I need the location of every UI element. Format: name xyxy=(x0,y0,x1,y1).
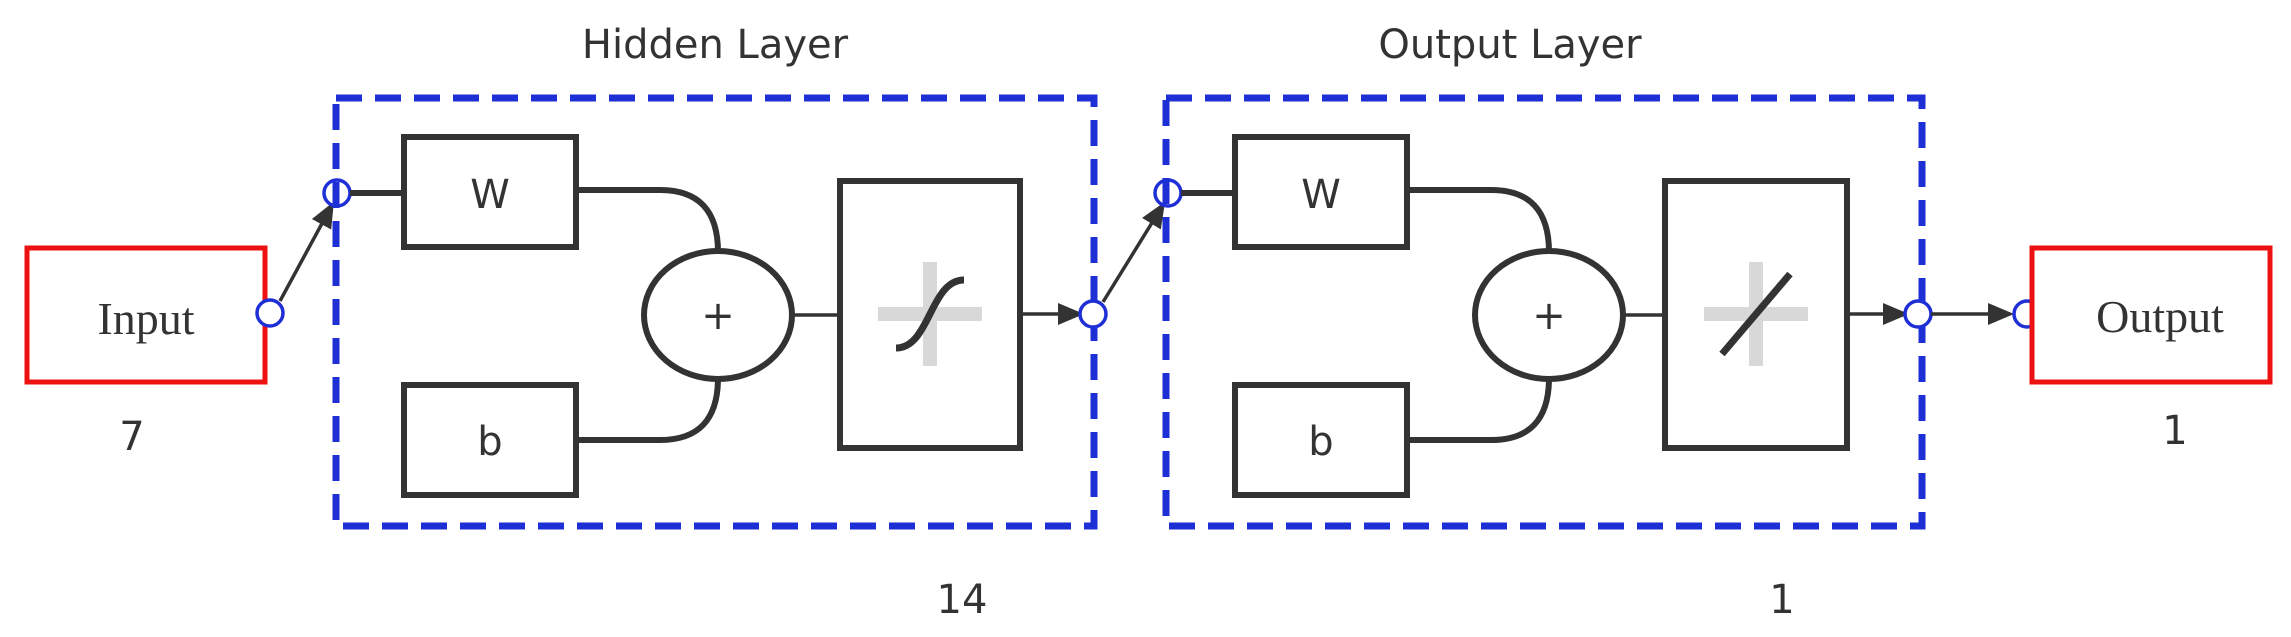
output-weight-box xyxy=(1232,134,1410,250)
output-box xyxy=(2029,245,2273,385)
input-box xyxy=(24,245,268,385)
output-bias-to-sum xyxy=(1407,377,1552,443)
hidden-to-output-arrow xyxy=(1101,201,1166,303)
hidden-layer-title: Hidden Layer xyxy=(582,22,849,68)
hidden-out-port xyxy=(1078,299,1108,329)
input-label: Input xyxy=(97,293,194,344)
output-layer-out-port xyxy=(1903,299,1933,329)
hidden-layer: Hidden Layer W b + xyxy=(332,22,1098,530)
output-sum-label: + xyxy=(1532,293,1566,339)
output-bias-label: b xyxy=(1308,419,1333,465)
output-layer-size: 1 xyxy=(1769,577,1794,623)
output-layer-title: Output Layer xyxy=(1378,22,1642,68)
output-block: Output 1 xyxy=(2029,245,2273,454)
output-layer-border xyxy=(1162,94,1926,530)
input-size: 7 xyxy=(119,414,144,460)
output-label: Output xyxy=(2096,291,2224,342)
hidden-bias-to-sum xyxy=(576,377,721,443)
input-to-hidden-arrow xyxy=(278,201,334,302)
hidden-weight-to-sum xyxy=(576,187,721,253)
input-block: Input 7 xyxy=(24,245,268,460)
purelin-icon xyxy=(1704,262,1808,366)
hidden-layer-border xyxy=(332,94,1098,530)
hidden-sum-label: + xyxy=(701,293,735,339)
hidden-bias-box xyxy=(401,382,579,498)
input-port xyxy=(255,298,285,328)
output-bias-box xyxy=(1232,382,1410,498)
output-size: 1 xyxy=(2162,408,2187,454)
output-weight-label: W xyxy=(1301,172,1341,218)
output-layer: Output Layer W b + xyxy=(1162,22,1926,530)
output-weight-to-sum xyxy=(1407,187,1552,253)
tansig-icon xyxy=(878,262,982,366)
hidden-layer-size: 14 xyxy=(937,577,988,623)
hidden-weight-label: W xyxy=(470,172,510,218)
output-transfer-box xyxy=(1662,178,1850,451)
hidden-bias-label: b xyxy=(477,419,502,465)
